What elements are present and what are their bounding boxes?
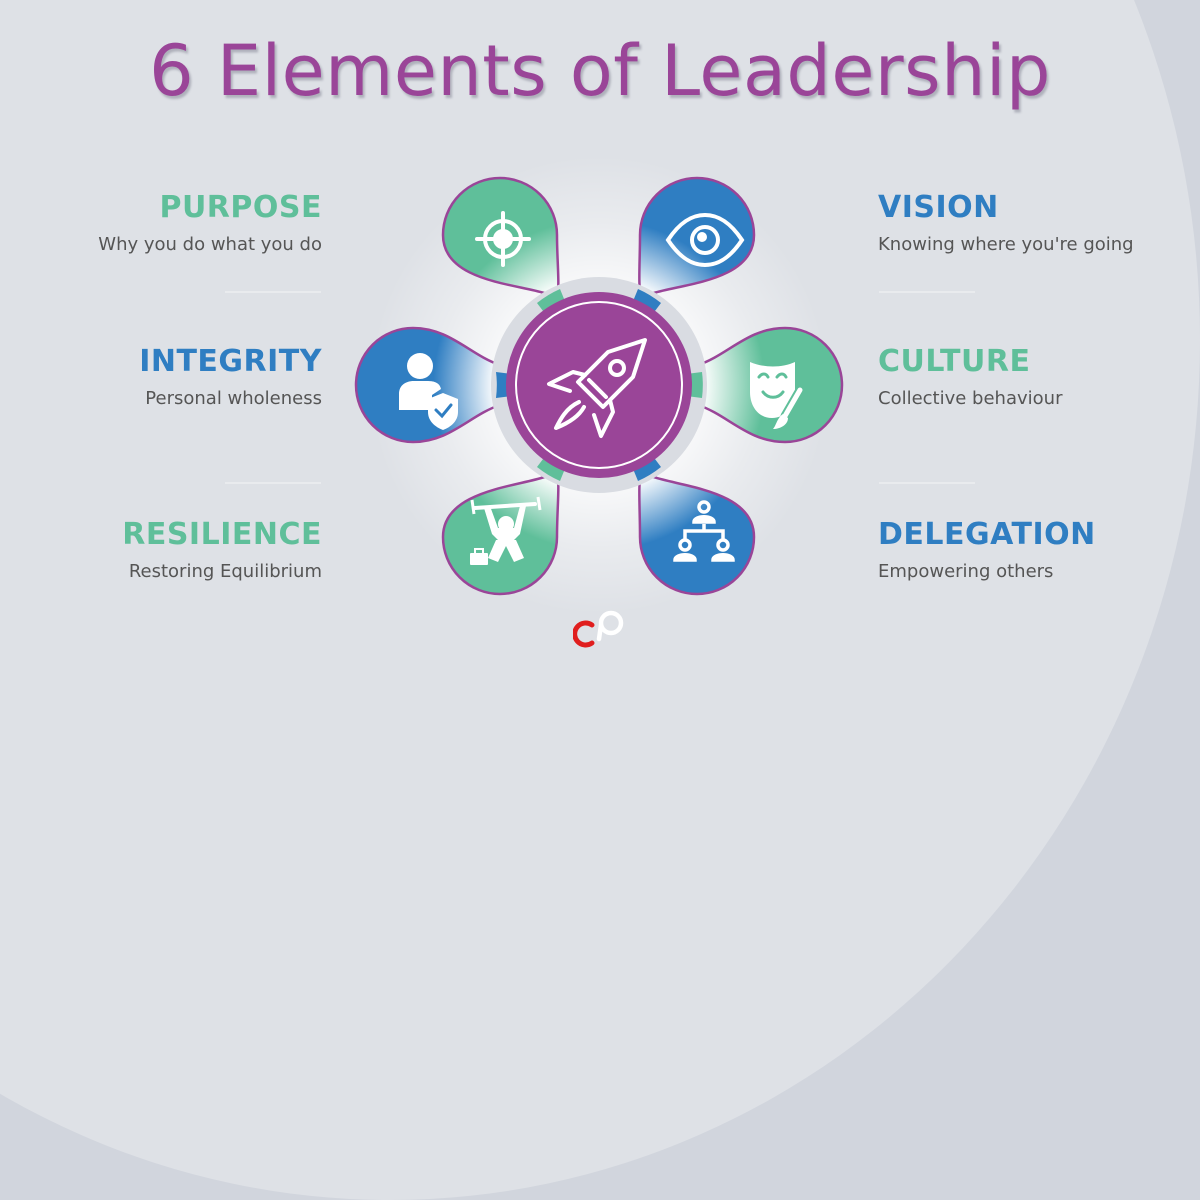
element-delegation: DELEGATION Empowering others <box>878 517 1198 583</box>
element-culture: CULTURE Collective behaviour <box>878 344 1198 410</box>
rocket-icon <box>547 338 647 438</box>
divider <box>879 482 975 484</box>
element-description: Why you do what you do <box>98 234 322 255</box>
element-description: Restoring Equilibrium <box>128 561 322 582</box>
leadership-flower-diagram <box>354 150 844 620</box>
element-purpose: PURPOSE Why you do what you do <box>2 190 322 256</box>
element-vision: VISION Knowing where you're going <box>878 190 1198 256</box>
divider <box>225 482 321 484</box>
element-description: Collective behaviour <box>878 388 1063 409</box>
org-chart-icon <box>673 500 735 562</box>
element-label: CULTURE <box>878 344 1031 379</box>
divider <box>879 291 975 293</box>
target-crosshair-icon <box>475 211 531 267</box>
divider <box>225 291 321 293</box>
element-description: Personal wholeness <box>145 388 322 409</box>
element-integrity: INTEGRITY Personal wholeness <box>2 344 322 410</box>
page-title: 6 Elements of Leadership <box>149 30 1051 112</box>
center-hub <box>506 292 692 478</box>
element-label: VISION <box>878 190 999 225</box>
element-label: INTEGRITY <box>139 344 322 379</box>
element-description: Empowering others <box>878 561 1054 582</box>
eye-icon <box>665 212 745 268</box>
element-label: DELEGATION <box>878 517 1096 552</box>
element-label: RESILIENCE <box>122 517 322 552</box>
weightlifter-icon <box>470 496 542 565</box>
petal-vision <box>638 176 756 304</box>
theater-mask-brush-icon <box>750 362 805 429</box>
element-description: Knowing where you're going <box>878 234 1134 255</box>
brand-logo-icon <box>573 610 624 648</box>
element-label: PURPOSE <box>159 190 322 225</box>
user-shield-icon <box>399 353 458 430</box>
element-resilience: RESILIENCE Restoring Equilibrium <box>2 517 322 583</box>
